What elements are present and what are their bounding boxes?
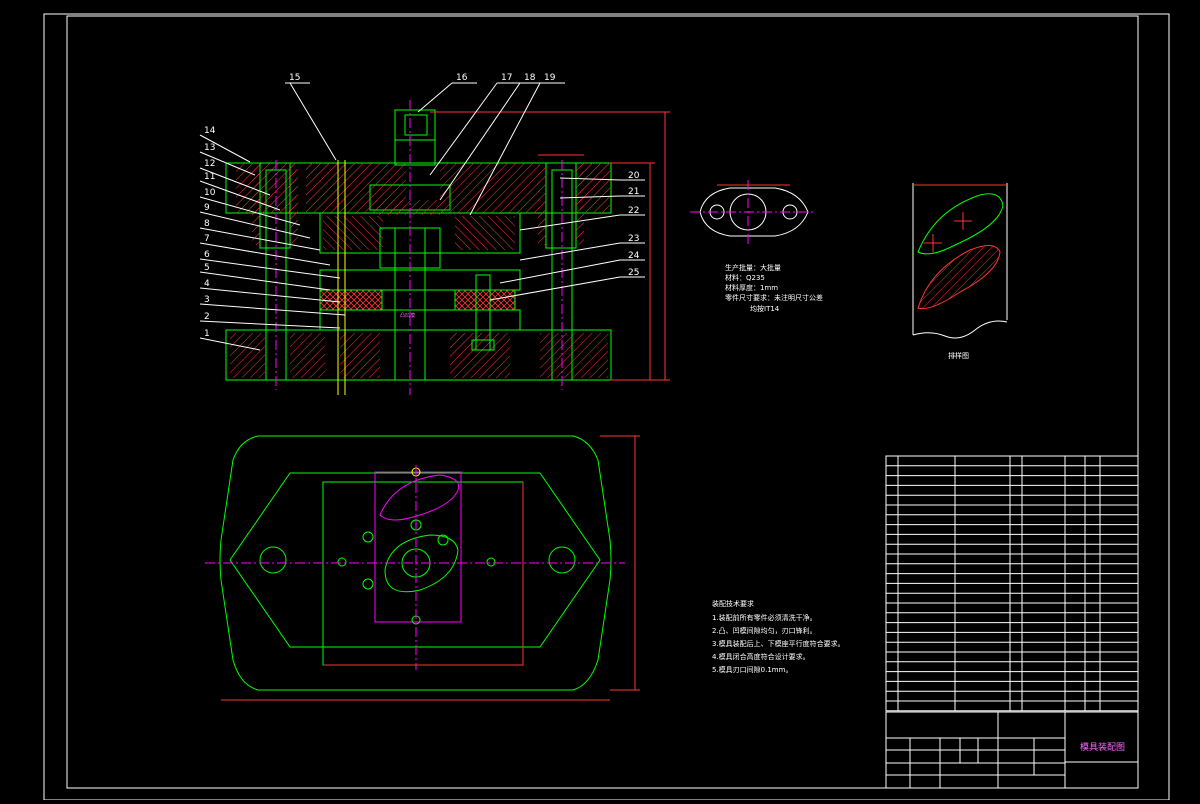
callout-22: 22 — [628, 206, 639, 216]
callout-8: 8 — [204, 219, 210, 229]
part-note-1: 生产批量：大批量 — [725, 263, 781, 272]
callout-21: 21 — [628, 187, 639, 197]
callout-25: 25 — [628, 268, 639, 278]
callout-10: 10 — [204, 188, 216, 198]
part-note-5: 均按IT14 — [750, 304, 780, 313]
callout-3: 3 — [204, 295, 210, 305]
callout-5: 5 — [204, 263, 210, 273]
tech-item-3: 3.模具装配后上、下模座平行度符合要求。 — [712, 639, 845, 648]
parts-list — [885, 455, 1139, 712]
tech-heading: 装配技术要求 — [712, 599, 754, 608]
layout-label: 排样图 — [948, 351, 969, 360]
callout-7: 7 — [204, 234, 210, 244]
callout-9: 9 — [204, 203, 210, 213]
tech-item-1: 1.装配前所有零件必须清洗干净。 — [712, 613, 817, 622]
title-block: 模具装配图 — [885, 711, 1139, 789]
title-block-name: 模具装配图 — [1080, 741, 1125, 753]
tech-requirements: 装配技术要求 1.装配前所有零件必须清洗干净。 2.凸、凹模间隙均匀，刃口锋利。… — [712, 599, 845, 674]
tech-item-5: 5.模具刃口间隙0.1mm。 — [712, 665, 792, 674]
callout-13: 13 — [204, 143, 215, 153]
callout-2: 2 — [204, 312, 210, 322]
punch-label: 凸凹模 — [400, 312, 415, 319]
plan-view — [205, 435, 640, 701]
callout-4: 4 — [204, 279, 210, 289]
callout-14: 14 — [204, 126, 216, 136]
part-note-3: 材料厚度：1mm — [725, 283, 778, 292]
callout-18: 18 — [524, 73, 536, 83]
callout-23: 23 — [628, 234, 639, 244]
part-note-4: 零件尺寸要求：未注明尺寸公差 — [725, 293, 823, 302]
callout-1: 1 — [204, 329, 210, 339]
main-section-view: 凸凹模 — [225, 100, 670, 395]
part-note-2: 材料：Q235 — [725, 273, 765, 282]
callout-6: 6 — [204, 250, 210, 260]
callout-17: 17 — [501, 73, 512, 83]
tech-item-4: 4.模具闭合高度符合设计要求。 — [712, 652, 810, 661]
callout-20: 20 — [628, 171, 640, 181]
callout-15: 15 — [289, 73, 300, 83]
callout-12: 12 — [204, 159, 215, 169]
callout-11: 11 — [204, 172, 215, 182]
part-view: 生产批量：大批量 材料：Q235 材料厚度：1mm 零件尺寸要求：未注明尺寸公差… — [690, 180, 823, 313]
strip-layout: 排样图 — [912, 183, 1008, 360]
tech-item-2: 2.凸、凹模间隙均匀，刃口锋利。 — [712, 626, 817, 635]
callout-19: 19 — [544, 73, 556, 83]
callout-16: 16 — [456, 73, 468, 83]
callout-24: 24 — [628, 251, 640, 261]
